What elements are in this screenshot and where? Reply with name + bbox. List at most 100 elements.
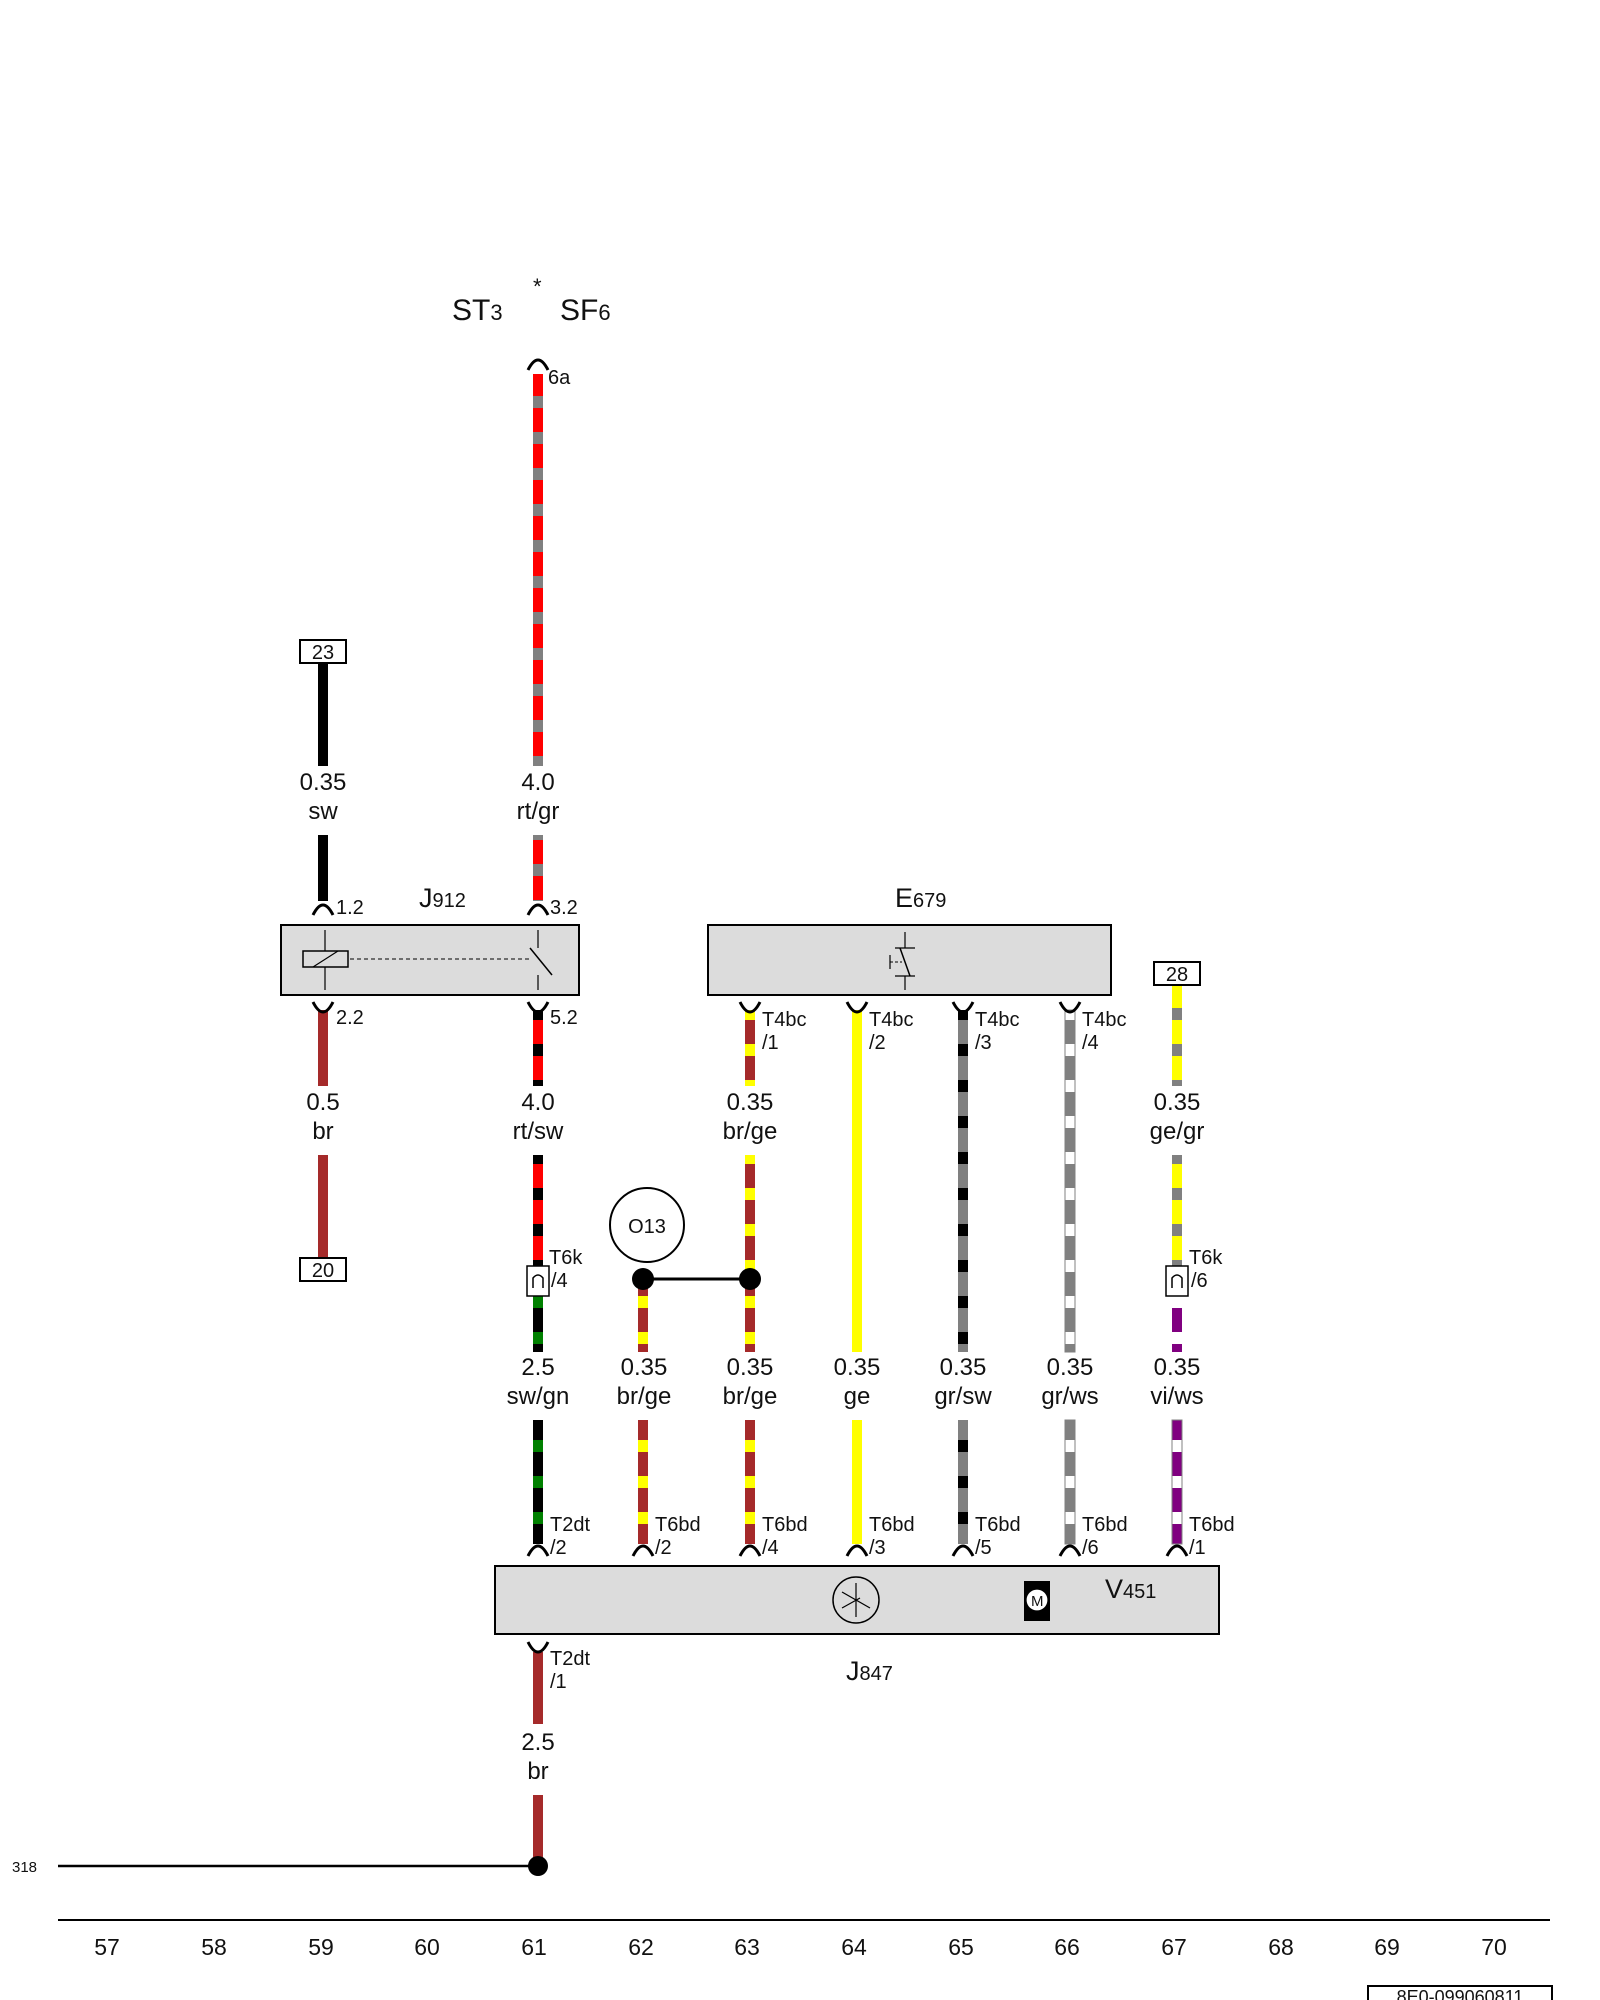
pin-6a-label: 6a xyxy=(548,367,571,389)
wire-59-br-top xyxy=(318,1010,328,1086)
wire-62-top xyxy=(638,1282,648,1352)
edge-ref-318: 318 xyxy=(12,1859,37,1876)
svg-text:8E0-099060811: 8E0-099060811 xyxy=(1397,1987,1524,2000)
wire-59-sw-top xyxy=(318,664,328,766)
grid-number: 69 xyxy=(1374,1934,1400,1960)
pin-labels: 6a 1.2 3.2 2.2 5.2 T4bc/1 T4bc/2 T4bc/3 … xyxy=(336,367,1235,1693)
grid-numbers: 57 58 59 60 61 62 63 64 65 66 67 68 69 7… xyxy=(94,1934,1507,1960)
wire-66-top xyxy=(1064,1009,1076,1353)
wire-66-bottom xyxy=(1064,1419,1076,1545)
wire-63-mid xyxy=(745,1155,755,1352)
pin-t6bd-5-icon xyxy=(951,1544,975,1557)
pin-e679-1-icon xyxy=(738,1001,762,1014)
pin-t6bd-1-icon xyxy=(1165,1544,1189,1557)
pin-icons xyxy=(311,358,1189,1654)
pin-t6k-6-label: T6k/6 xyxy=(1189,1247,1223,1292)
fuse-st-label: ST3 xyxy=(452,294,503,327)
pin-t6bd-2-icon xyxy=(631,1544,655,1557)
document-id-box: 8E0-099060811 xyxy=(1367,1985,1553,2000)
ref-box-28: 28 xyxy=(1153,961,1201,986)
grid-number: 60 xyxy=(414,1934,440,1960)
wire-61-rtsw-mid xyxy=(533,1155,543,1271)
connector-t6k-6-icon xyxy=(1165,1265,1189,1297)
pin-j912-2-icon xyxy=(311,1001,335,1014)
pin-t6bd-5-label: T6bd/5 xyxy=(975,1514,1021,1559)
wire-67-viws-top xyxy=(1172,1296,1182,1352)
pin-t6bd-6-icon xyxy=(1058,1544,1082,1557)
pin-e679-1-label: T4bc/1 xyxy=(762,1009,806,1054)
grid-number: 67 xyxy=(1161,1934,1187,1960)
wires xyxy=(58,374,1183,1876)
wire-63-bottom xyxy=(745,1420,755,1544)
pin-6a-icon xyxy=(526,358,550,371)
pin-t6bd-2-label: T6bd/2 xyxy=(655,1514,701,1559)
fan-icon xyxy=(832,1576,880,1624)
pin-j912-2-label: 2.2 xyxy=(336,1007,364,1029)
wire-59-br-bottom xyxy=(318,1155,328,1261)
pin-e679-2-label: T4bc/2 xyxy=(869,1009,913,1054)
wire-64-bottom xyxy=(852,1420,862,1544)
wire-59-sw-bottom xyxy=(318,835,328,901)
wire-65-bottom xyxy=(958,1420,968,1544)
svg-text:23: 23 xyxy=(312,642,334,664)
wire-61-br-top xyxy=(533,1652,543,1724)
motor-icon: M xyxy=(1024,1581,1050,1621)
pin-j912-5-icon xyxy=(526,1001,550,1014)
wire-64-top xyxy=(852,1010,862,1352)
wire-61-rtsw-top xyxy=(533,1010,543,1086)
v451-label: V451 xyxy=(1105,1574,1156,1604)
asterisk-note: * xyxy=(533,274,542,299)
pin-j912-1-icon xyxy=(311,903,335,916)
grid-number: 58 xyxy=(201,1934,227,1960)
pin-t6bd-4-label: T6bd/4 xyxy=(762,1514,808,1559)
wire-61-rtgr-top xyxy=(533,374,543,766)
ref-box-23: 23 xyxy=(299,639,347,664)
grid-number: 62 xyxy=(628,1934,654,1960)
ref-box-20: 20 xyxy=(299,1257,347,1282)
wire-63-top xyxy=(745,1010,755,1086)
pin-t6bd-1-label: T6bd/1 xyxy=(1189,1514,1235,1559)
pin-e679-2-icon xyxy=(845,1001,869,1014)
grid-number: 65 xyxy=(948,1934,974,1960)
pin-t6bd-4-icon xyxy=(738,1544,762,1557)
j847-label: J847 xyxy=(846,1656,893,1686)
wire-67-viws-bottom xyxy=(1171,1419,1183,1545)
svg-text:M: M xyxy=(1031,1593,1044,1610)
wire-62-bottom xyxy=(638,1420,648,1544)
grid-number: 61 xyxy=(521,1934,547,1960)
pushbutton-switch-icon xyxy=(889,932,915,990)
wire-61-br-bottom xyxy=(533,1795,543,1867)
wire-61-swgn-bottom xyxy=(533,1420,543,1544)
pin-t2dt-2-label: T2dt/2 xyxy=(550,1514,590,1559)
relay-icon xyxy=(302,930,553,990)
ground-junction xyxy=(528,1856,548,1876)
grid-number: 68 xyxy=(1268,1934,1294,1960)
j912-label: J912 xyxy=(419,883,466,913)
ground-o13-circle xyxy=(609,1187,685,1263)
pin-t6bd-3-icon xyxy=(845,1544,869,1557)
grid-number: 66 xyxy=(1054,1934,1080,1960)
grid-number: 70 xyxy=(1481,1934,1507,1960)
pin-t2dt-2-icon xyxy=(526,1544,550,1557)
grid-number: 63 xyxy=(734,1934,760,1960)
pin-t6k-4-label: T6k/4 xyxy=(549,1247,583,1292)
grid-number: 59 xyxy=(308,1934,334,1960)
pin-e679-3-icon xyxy=(951,1001,975,1014)
grid-number: 64 xyxy=(841,1934,867,1960)
svg-text:20: 20 xyxy=(312,1260,334,1282)
pin-t2dt-1-icon xyxy=(526,1641,550,1654)
pin-j912-1-label: 1.2 xyxy=(336,897,364,919)
svg-text:28: 28 xyxy=(1166,964,1188,986)
